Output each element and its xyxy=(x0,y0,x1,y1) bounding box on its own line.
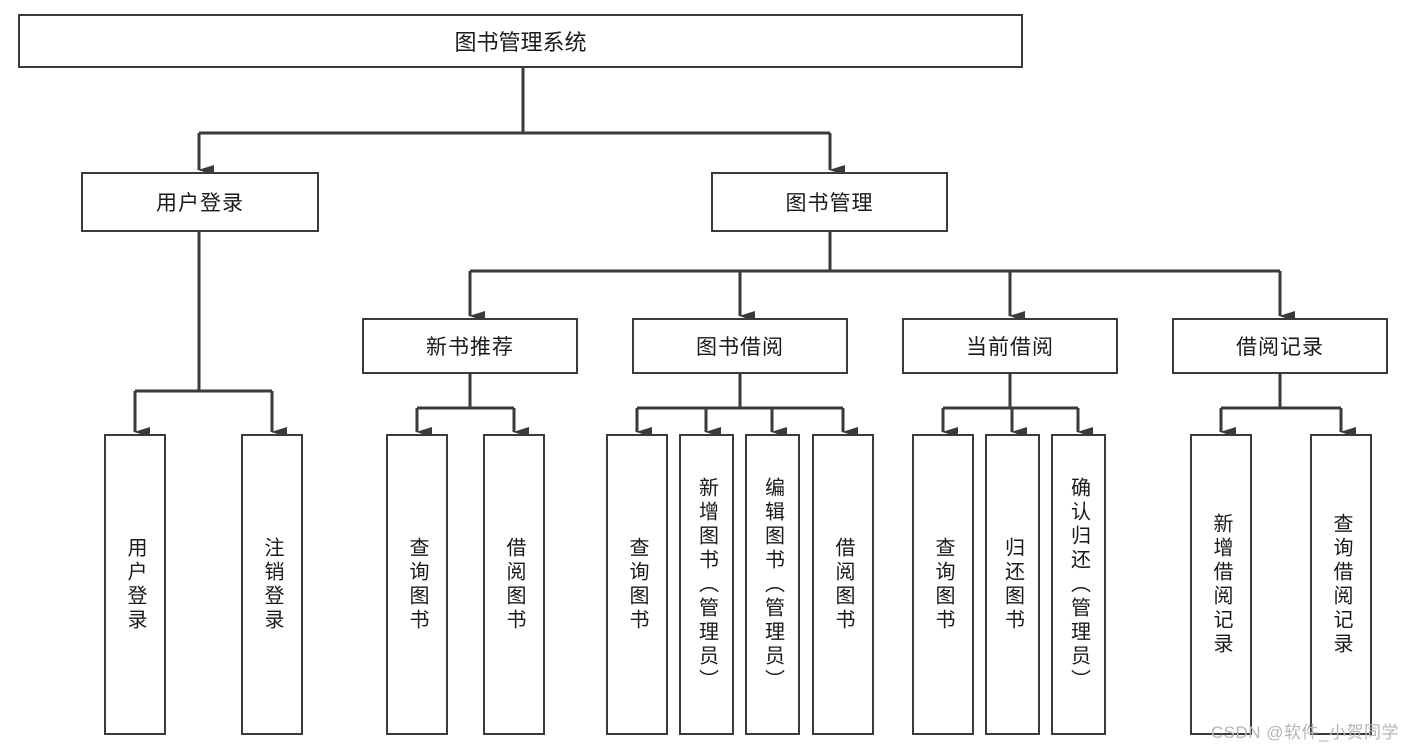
leaf-add-borrow-record-label: 新增借阅记录 xyxy=(1210,512,1232,657)
leaf-confirm-return-label: 确认归还（管理员） xyxy=(1067,476,1090,693)
leaf-user-login[interactable]: 用户登录 xyxy=(104,434,166,735)
leaf-user-login-label: 用户登录 xyxy=(124,536,146,633)
leaf-query-book-recommend[interactable]: 查询图书 xyxy=(386,434,448,735)
node-current-borrow-label: 当前借阅 xyxy=(966,336,1054,359)
node-current-borrow[interactable]: 当前借阅 xyxy=(902,318,1118,374)
node-book-borrow-label: 图书借阅 xyxy=(696,336,784,359)
node-new-book-recommend[interactable]: 新书推荐 xyxy=(362,318,578,374)
watermark: CSDN @软件_小贺同学 xyxy=(1210,723,1399,742)
leaf-logout-label: 注销登录 xyxy=(261,536,283,633)
leaf-borrow-book-label: 借阅图书 xyxy=(832,536,854,633)
leaf-add-book[interactable]: 新增图书（管理员） xyxy=(679,434,734,735)
leaf-query-book-borrow[interactable]: 查询图书 xyxy=(606,434,668,735)
leaf-query-book-borrow-label: 查询图书 xyxy=(626,536,648,633)
node-book-manage-label: 图书管理 xyxy=(785,192,874,215)
leaf-query-book-recommend-label: 查询图书 xyxy=(406,536,428,633)
node-root[interactable]: 图书管理系统 xyxy=(18,14,1023,68)
node-root-label: 图书管理系统 xyxy=(454,30,587,55)
leaf-return-book[interactable]: 归还图书 xyxy=(985,434,1040,735)
leaf-query-borrow-record[interactable]: 查询借阅记录 xyxy=(1310,434,1372,735)
node-new-book-recommend-label: 新书推荐 xyxy=(426,336,514,359)
leaf-add-borrow-record[interactable]: 新增借阅记录 xyxy=(1190,434,1252,735)
leaf-logout[interactable]: 注销登录 xyxy=(241,434,303,735)
node-user-login-label: 用户登录 xyxy=(156,192,244,215)
leaf-borrow-book-recommend-label: 借阅图书 xyxy=(503,536,525,633)
node-book-manage[interactable]: 图书管理 xyxy=(711,172,948,232)
leaf-borrow-book-recommend[interactable]: 借阅图书 xyxy=(483,434,545,735)
leaf-edit-book[interactable]: 编辑图书（管理员） xyxy=(745,434,800,735)
node-borrow-records[interactable]: 借阅记录 xyxy=(1172,318,1388,374)
leaf-borrow-book[interactable]: 借阅图书 xyxy=(812,434,874,735)
node-user-login[interactable]: 用户登录 xyxy=(81,172,319,232)
leaf-return-book-label: 归还图书 xyxy=(1001,536,1024,633)
leaf-add-book-label: 新增图书（管理员） xyxy=(695,476,718,693)
leaf-query-borrow-record-label: 查询借阅记录 xyxy=(1330,512,1352,657)
leaf-query-book-current[interactable]: 查询图书 xyxy=(912,434,974,735)
leaf-edit-book-label: 编辑图书（管理员） xyxy=(761,476,784,693)
node-borrow-records-label: 借阅记录 xyxy=(1236,336,1324,359)
leaf-query-book-current-label: 查询图书 xyxy=(932,536,954,633)
node-book-borrow[interactable]: 图书借阅 xyxy=(632,318,848,374)
leaf-confirm-return[interactable]: 确认归还（管理员） xyxy=(1051,434,1106,735)
